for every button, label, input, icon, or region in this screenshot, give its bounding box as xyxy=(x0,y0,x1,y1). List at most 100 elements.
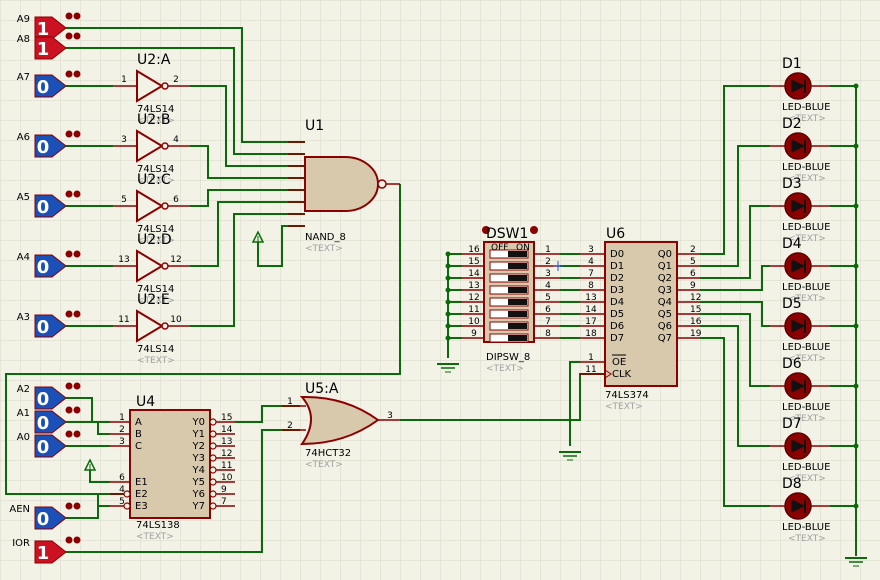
dip-toggle[interactable] xyxy=(508,335,527,341)
pin-number: 15 xyxy=(690,305,701,315)
junction-dot xyxy=(445,263,451,269)
pin-number: 16 xyxy=(468,245,480,255)
component-text: <TEXT> xyxy=(788,354,826,364)
pin-number: 14 xyxy=(585,305,597,315)
pin-number: 7 xyxy=(221,497,227,507)
invert-bubble-icon xyxy=(161,202,169,210)
component-text: <TEXT> xyxy=(788,174,826,184)
dip-toggle[interactable] xyxy=(508,287,527,293)
pin-name: C xyxy=(135,441,142,452)
component-text: <TEXT> xyxy=(137,116,175,126)
component-ref: U2:A xyxy=(137,52,171,68)
junction-dot xyxy=(853,203,859,209)
component-text: <TEXT> xyxy=(486,364,524,374)
logic-state-label: A9 xyxy=(17,14,30,25)
probe-dot-icon xyxy=(65,406,73,414)
pin-name: D0 xyxy=(610,249,624,260)
pin-name: Y5 xyxy=(192,477,205,488)
pin-name: D2 xyxy=(610,273,624,284)
dip-on-label: ON xyxy=(516,243,530,253)
component-part: 74LS14 xyxy=(137,344,174,355)
pin-number: 10 xyxy=(468,317,480,327)
dip-toggle[interactable] xyxy=(508,275,527,281)
pin-number: 2 xyxy=(690,245,696,255)
dip-toggle[interactable] xyxy=(508,251,527,257)
wires xyxy=(5,27,859,556)
pin-name: A xyxy=(135,417,142,428)
pin-number: 4 xyxy=(588,257,594,267)
invert-bubble-icon xyxy=(209,466,217,474)
logic-state-a8[interactable]: 1A8 xyxy=(17,32,81,61)
probe-dot-icon xyxy=(73,70,81,78)
probe-dot-icon xyxy=(73,12,81,20)
wire xyxy=(190,85,305,167)
component-part: 74HCT32 xyxy=(305,448,351,459)
logic-state-a1[interactable]: 0A1 xyxy=(17,406,81,435)
logic-state-a4[interactable]: 0A4 xyxy=(17,250,81,279)
probe-dot-icon xyxy=(73,502,81,510)
logic-state-value: 0 xyxy=(37,413,50,434)
component-text: <TEXT> xyxy=(788,534,826,544)
logic-state-a7[interactable]: 0A7 xyxy=(17,70,81,99)
probe-dot-icon xyxy=(482,226,490,234)
component-part: LED-BLUE xyxy=(782,342,830,353)
logic-state-value: 0 xyxy=(37,197,50,218)
component-ref: U2:B xyxy=(137,112,170,128)
component-text: <TEXT> xyxy=(788,414,826,424)
invert-bubble-icon xyxy=(161,82,169,90)
pin-name: Q0 xyxy=(658,249,672,260)
dip-toggle[interactable] xyxy=(508,263,527,269)
dip-toggle[interactable] xyxy=(508,323,527,329)
pin-number: 12 xyxy=(468,293,479,303)
pin-number: 7 xyxy=(545,317,551,327)
pin-number: 4 xyxy=(119,485,125,495)
logic-state-a9[interactable]: 1 A9 xyxy=(17,12,81,41)
dip-toggle[interactable] xyxy=(508,299,527,305)
component-ref: D1 xyxy=(782,56,802,72)
pin-number: 11 xyxy=(118,315,129,325)
pin-number: 6 xyxy=(690,269,696,279)
component-part: LED-BLUE xyxy=(782,102,830,113)
dip-toggle[interactable] xyxy=(508,311,527,317)
logic-state-value: 1 xyxy=(37,19,50,40)
pin-number: 3 xyxy=(119,437,125,447)
pin-number: 4 xyxy=(173,135,179,145)
logic-state-a3[interactable]: 0A3 xyxy=(17,310,81,339)
invert-bubble-icon xyxy=(123,490,131,498)
component-ref: D5 xyxy=(782,296,802,312)
logic-state-a5[interactable]: 0A5 xyxy=(17,190,81,219)
pin-number: 9 xyxy=(221,485,227,495)
component-part: 74LS14 xyxy=(137,284,174,295)
pin-number: 3 xyxy=(121,135,127,145)
wire xyxy=(89,470,110,483)
pin-name: Q3 xyxy=(658,285,672,296)
probe-dot-icon xyxy=(65,430,73,438)
probe-dot-icon xyxy=(65,12,73,20)
logic-state-a2[interactable]: 0A2 xyxy=(17,382,81,411)
logic-state-a0[interactable]: 0A0 xyxy=(17,430,81,459)
component-ref: U6 xyxy=(606,226,625,242)
pin-name: E2 xyxy=(135,489,148,500)
wire xyxy=(700,265,770,291)
logic-state-a6[interactable]: 0A6 xyxy=(17,130,81,159)
